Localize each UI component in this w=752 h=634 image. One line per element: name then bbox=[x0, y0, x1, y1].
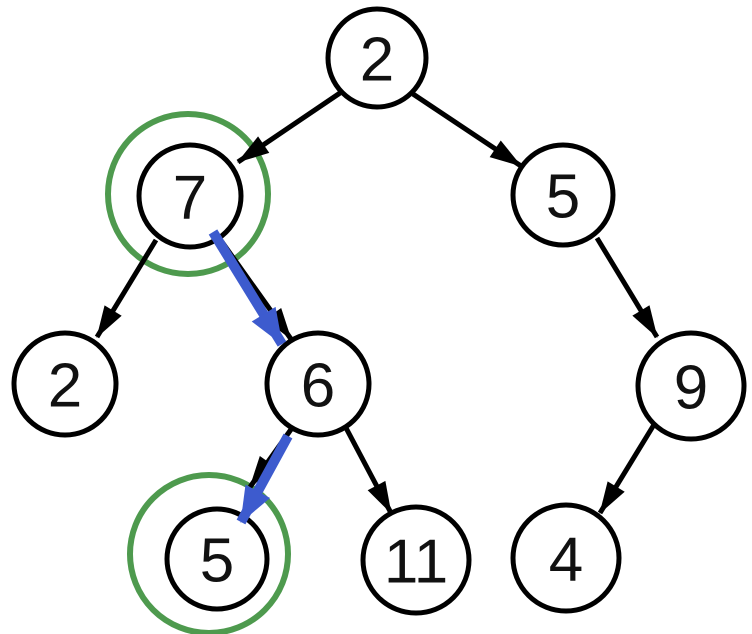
edge-root-to-n5r bbox=[411, 91, 523, 169]
tree-node-label-root: 2 bbox=[360, 26, 394, 95]
tree-node-circle-n9 bbox=[635, 330, 747, 442]
tree-node-label-n4: 4 bbox=[549, 526, 583, 595]
highlight-rings-layer bbox=[105, 111, 291, 634]
traversal-arrows-layer bbox=[208, 229, 293, 525]
tree-node-label-n9: 9 bbox=[674, 354, 708, 423]
tree-node-label-n2l: 2 bbox=[48, 352, 82, 421]
node-labels-layer: 2 7 5 2 6 9 5 11 4 bbox=[48, 26, 708, 597]
tree-node-circle-n7 bbox=[136, 142, 244, 250]
tree-edges-layer bbox=[94, 90, 660, 515]
tree-node-circle-n11 bbox=[360, 504, 472, 616]
tree-node-label-n11: 11 bbox=[384, 528, 448, 597]
edge-n5r-to-n9 bbox=[594, 236, 660, 339]
edge-root-to-n7 bbox=[236, 90, 342, 165]
tree-node-circle-n5b bbox=[164, 506, 270, 612]
tree-nodes-layer bbox=[11, 6, 747, 616]
tree-node-circle-n6 bbox=[264, 330, 372, 438]
tree-node-circle-n2l bbox=[11, 330, 119, 438]
highlight-ring-n5b bbox=[127, 472, 291, 634]
tree-node-circle-root bbox=[325, 6, 429, 110]
tree-node-label-n7: 7 bbox=[173, 164, 207, 233]
traversal-arrow-n6-to-n5b bbox=[236, 433, 293, 525]
tree-node-circle-n5r bbox=[510, 142, 616, 248]
tree-node-circle-n4 bbox=[510, 502, 622, 614]
edge-n9-to-n4 bbox=[597, 421, 658, 515]
tree-node-label-n6: 6 bbox=[301, 352, 335, 421]
tree-node-label-n5b: 5 bbox=[200, 527, 234, 596]
edge-n6-to-n11 bbox=[342, 424, 394, 515]
highlight-ring-n7 bbox=[105, 111, 271, 277]
traversal-arrow-n7-to-n6 bbox=[208, 229, 287, 347]
tree-node-label-n5r: 5 bbox=[546, 163, 580, 232]
edge-n7-to-n2l bbox=[94, 238, 159, 339]
